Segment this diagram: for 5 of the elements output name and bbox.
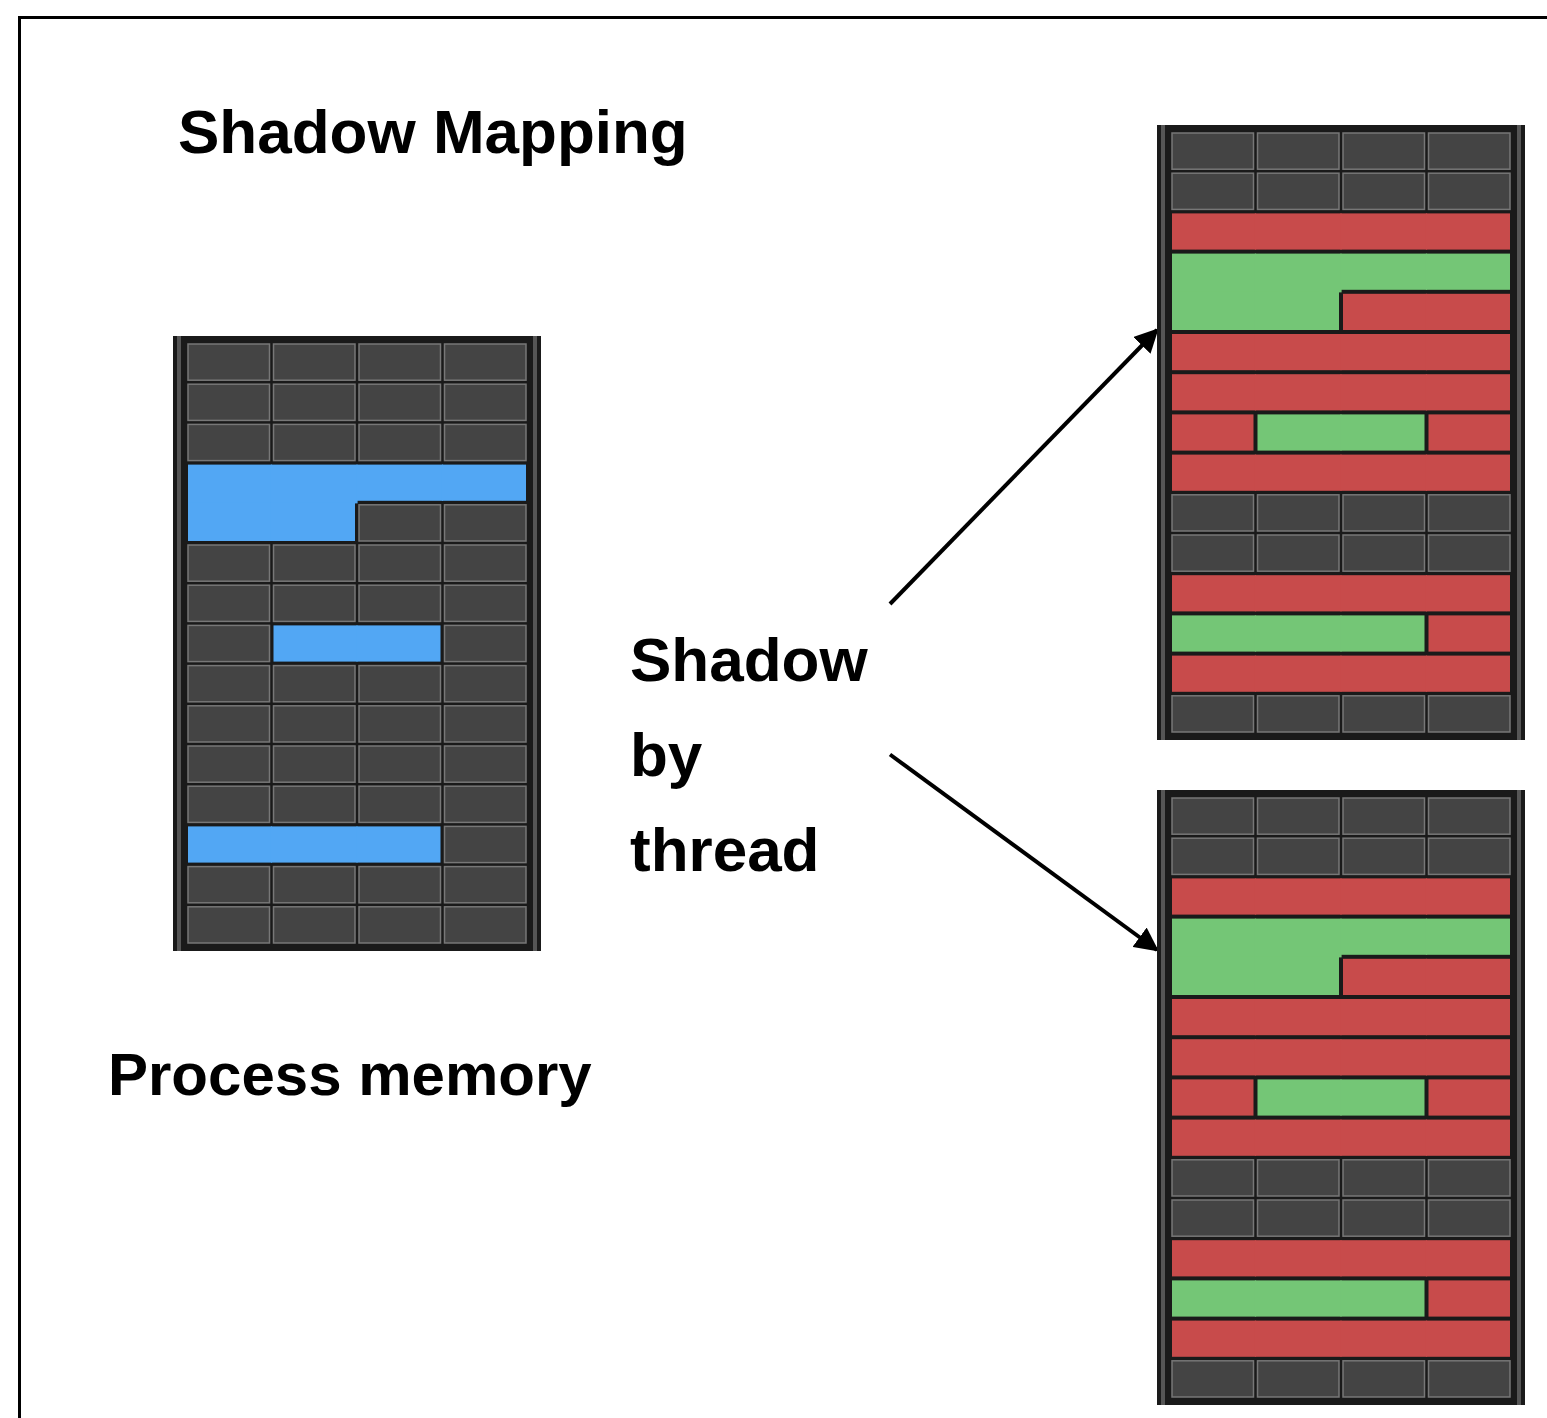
node-label: Process memory <box>108 1040 592 1109</box>
node-label: Shadow by thread <box>630 612 890 897</box>
title: Shadow Mapping <box>178 96 688 167</box>
arrow <box>888 328 1159 606</box>
arrow <box>888 752 1159 952</box>
